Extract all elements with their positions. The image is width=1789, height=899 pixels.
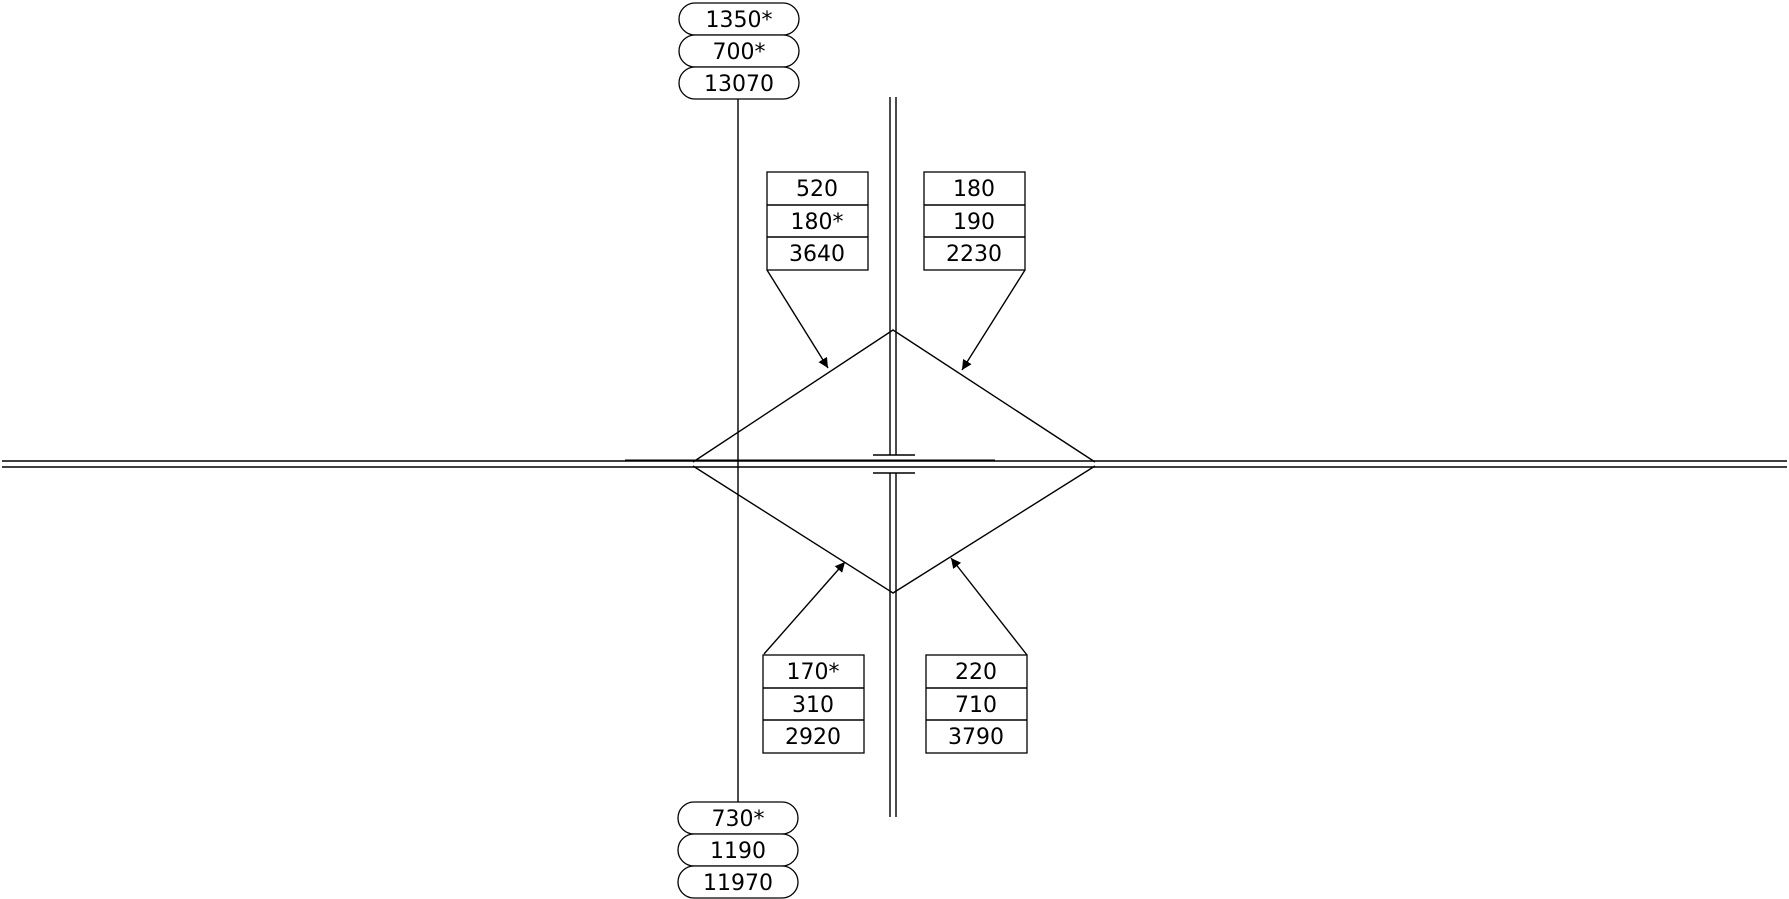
box-bottom-right-3: 3790 xyxy=(948,725,1004,750)
box-bottom-left-2: 310 xyxy=(792,693,834,718)
arrow-top-left xyxy=(766,269,829,369)
pill-group-top: 1350* 700* 13070 xyxy=(678,2,800,100)
box-top-right-3: 2230 xyxy=(946,242,1002,267)
box-top-left: 520 180* 3640 xyxy=(766,171,869,271)
pill-bottom-1: 730* xyxy=(712,807,765,832)
box-top-right-1: 180 xyxy=(953,177,995,202)
pill-bottom-2: 1190 xyxy=(710,839,766,864)
box-bottom-left: 170* 310 2920 xyxy=(762,654,865,754)
box-bottom-right: 220 710 3790 xyxy=(925,654,1028,754)
box-bottom-right-2: 710 xyxy=(955,693,997,718)
pill-top-2: 700* xyxy=(713,40,766,65)
box-top-right: 180 190 2230 xyxy=(923,171,1026,271)
pill-top-1: 1350* xyxy=(706,8,773,33)
box-top-left-1: 520 xyxy=(796,177,838,202)
box-top-left-2: 180* xyxy=(791,210,844,235)
flow-arrows xyxy=(763,269,1028,656)
box-bottom-right-1: 220 xyxy=(955,660,997,685)
pill-bottom-3: 11970 xyxy=(703,871,773,896)
arrow-top-right xyxy=(961,269,1026,371)
arrow-bottom-right xyxy=(950,557,1028,656)
box-bottom-left-1: 170* xyxy=(787,660,840,685)
box-top-left-3: 3640 xyxy=(789,242,845,267)
pill-top-3: 13070 xyxy=(704,72,774,97)
interchange-ramps xyxy=(692,329,1096,594)
cross-road-vertical xyxy=(873,97,915,817)
pill-group-bottom: 730* 1190 11970 xyxy=(677,801,799,899)
box-top-right-2: 190 xyxy=(953,210,995,235)
main-road-horizontal xyxy=(2,459,1787,468)
box-bottom-left-3: 2920 xyxy=(785,725,841,750)
arrow-bottom-left xyxy=(763,561,846,655)
